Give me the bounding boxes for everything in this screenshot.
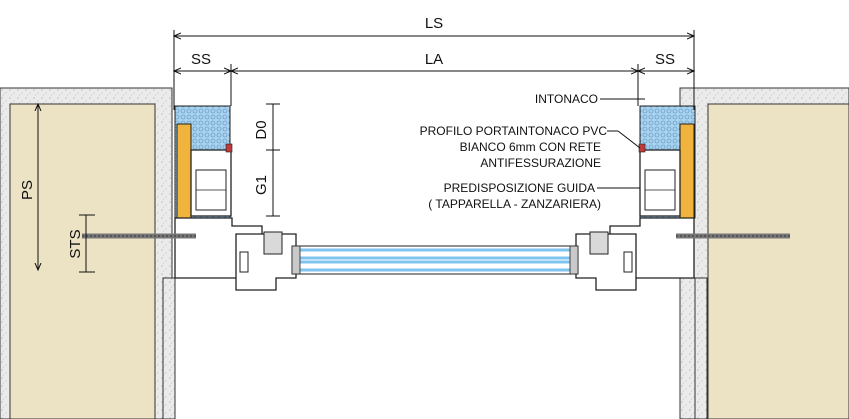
note-intonaco: INTONACO — [535, 92, 598, 106]
dim-ss-right: SS — [655, 51, 675, 68]
leader-lines — [597, 98, 645, 189]
dim-ls: LS — [425, 15, 443, 32]
dim-ps: PS — [19, 180, 36, 200]
right-wall — [679, 87, 849, 419]
note-predisposizione-line1: PREDISPOSIZIONE GUIDA — [444, 181, 595, 195]
note-profilo-line3: ANTIFESSURAZIONE — [480, 156, 601, 170]
dim-g1: G1 — [253, 175, 270, 195]
dimension-lines — [38, 30, 694, 273]
left-wall — [0, 87, 176, 419]
dim-la: LA — [425, 51, 443, 68]
dim-sts: STS — [67, 229, 84, 258]
left-monoblock — [174, 105, 297, 291]
dim-ss-left: SS — [191, 51, 211, 68]
note-profilo-line1: PROFILO PORTAINTONACO PVC — [420, 124, 608, 138]
glass-unit — [291, 245, 579, 275]
note-predisposizione-line2: ( TAPPARELLA - ZANZARIERA) — [428, 197, 601, 211]
dim-d0: D0 — [253, 120, 270, 139]
note-profilo-line2: BIANCO 6mm CON RETE — [460, 140, 601, 154]
